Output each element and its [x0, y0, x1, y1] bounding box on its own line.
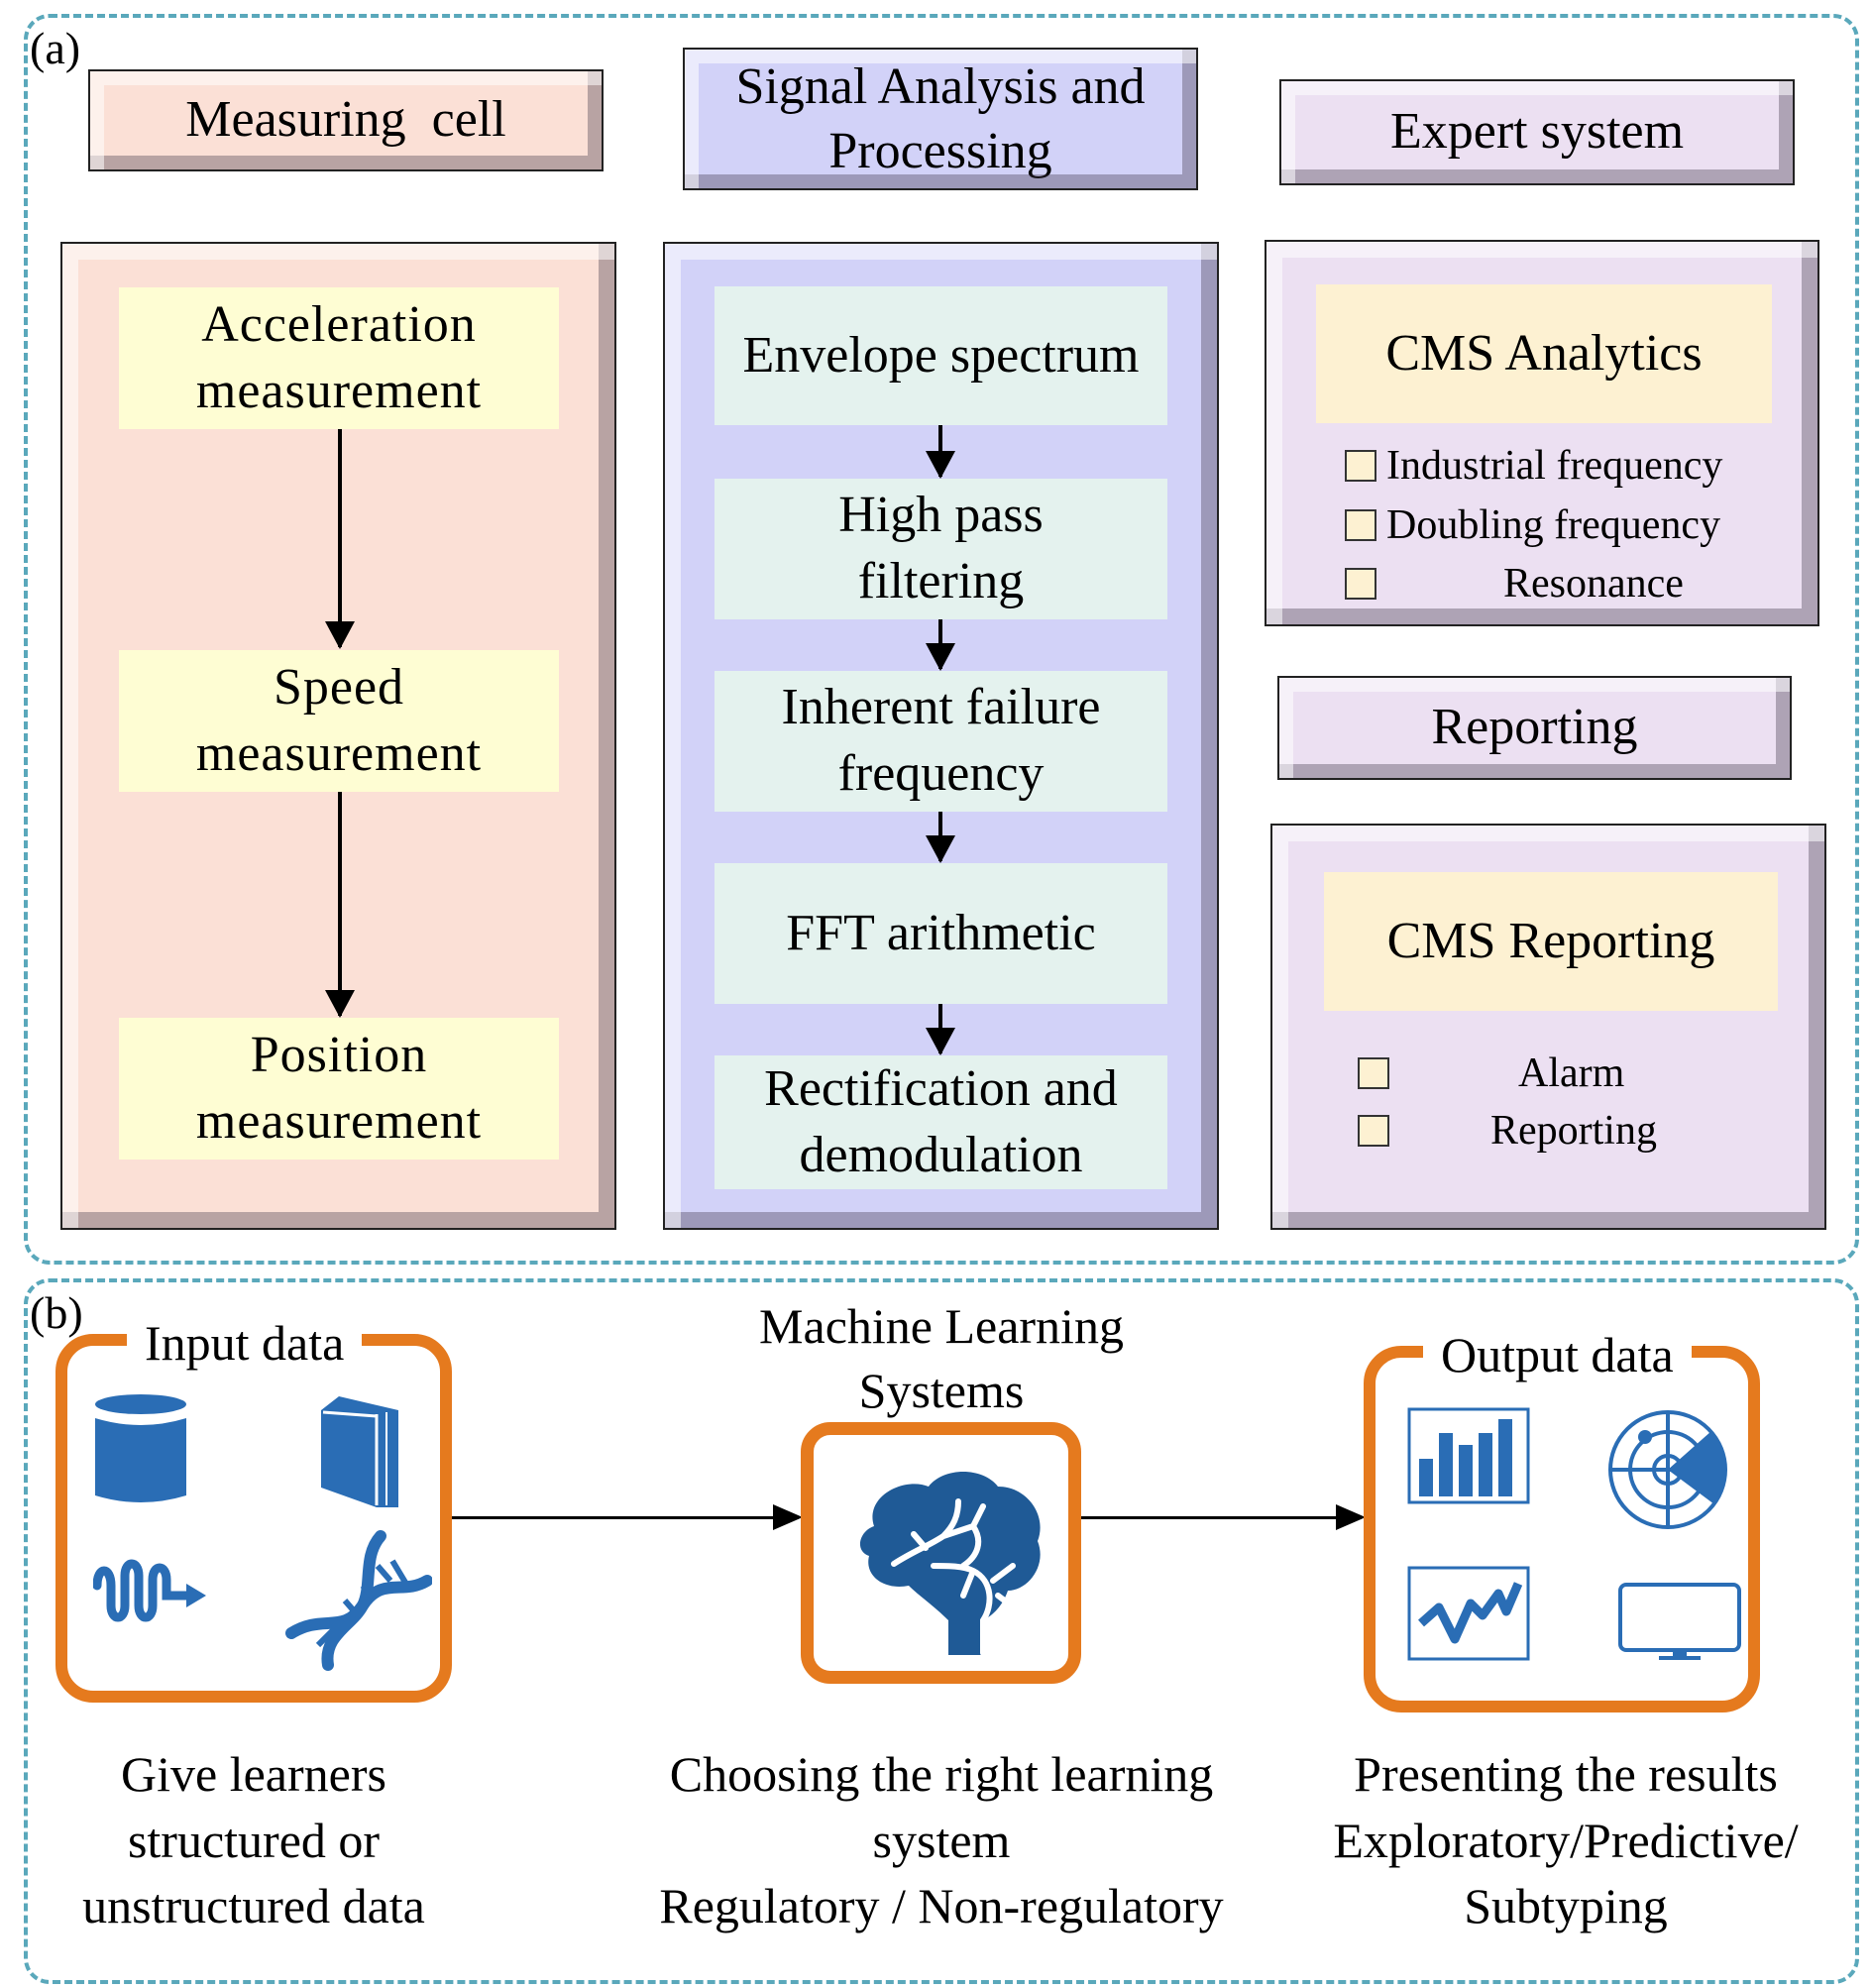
cms-reporting-title-box: CMS Reporting [1324, 872, 1778, 1011]
step-inherent-failure-frequency: Inherent failure frequency [715, 671, 1167, 812]
cms-reporting-title: CMS Reporting [1386, 912, 1715, 969]
analytics-item-label: Industrial frequency [1386, 443, 1723, 489]
input-caption-line-3: unstructured data [82, 1878, 425, 1933]
input-caption-line-1: Give learners [121, 1746, 386, 1802]
checkbox-icon[interactable] [1345, 509, 1376, 541]
input-data-title: Input data [127, 1318, 363, 1368]
arrow-fft-to-rectification [926, 1004, 955, 1055]
step-speed: Speed measurement [119, 650, 559, 792]
checkbox-icon[interactable] [1345, 568, 1376, 600]
arrow-highpass-to-inherent [926, 619, 955, 671]
ml-title: Machine Learning Systems [694, 1294, 1189, 1423]
radar-icon [1605, 1407, 1730, 1532]
panel-a-label: (a) [30, 23, 81, 73]
signal-title-line-1: Signal Analysis and [735, 58, 1146, 115]
checkbox-icon[interactable] [1358, 1115, 1389, 1147]
step-acceleration-line-2: measurement [195, 362, 483, 419]
database-icon [91, 1392, 190, 1509]
monitor-icon [1617, 1582, 1742, 1663]
signal-wave-icon [93, 1556, 212, 1625]
cms-analytics-title: CMS Analytics [1385, 324, 1703, 382]
reporting-item-label: Reporting [1490, 1108, 1657, 1154]
bar-chart-icon [1407, 1407, 1530, 1504]
step-fft-line-1: FFT arithmetic [786, 904, 1096, 961]
input-caption-line-2: structured or [127, 1812, 381, 1868]
step-inherent-line-1: Inherent failure [781, 679, 1101, 736]
analytics-item-industrial-frequency[interactable]: Industrial frequency [1345, 442, 1722, 490]
ml-caption-line-1: Choosing the right learning [669, 1746, 1214, 1802]
dna-icon [283, 1526, 432, 1675]
step-rectification-line-1: Rectification and [764, 1059, 1118, 1117]
measuring-cell-title: Measuring cell [185, 91, 506, 149]
analytics-item-label: Doubling frequency [1386, 502, 1721, 548]
panel-b-frame [24, 1278, 1859, 1984]
arrow-input-to-ml [452, 1504, 803, 1530]
step-speed-line-2: measurement [195, 724, 483, 782]
input-caption: Give learners structured or unstructured… [36, 1741, 472, 1939]
step-fft-arithmetic: FFT arithmetic [715, 863, 1167, 1004]
ml-caption-line-3: Regulatory / Non-regulatory [659, 1878, 1224, 1933]
reporting-header: Reporting [1277, 676, 1792, 780]
brain-icon [834, 1457, 1052, 1655]
book-icon [317, 1392, 402, 1509]
output-data-title: Output data [1423, 1330, 1692, 1380]
checkbox-icon[interactable] [1358, 1057, 1389, 1089]
step-envelope-spectrum: Envelope spectrum [715, 286, 1167, 425]
checkbox-icon[interactable] [1345, 450, 1376, 482]
arrow-speed-to-position [325, 792, 355, 1018]
arrow-envelope-to-highpass [926, 425, 955, 479]
reporting-item-reporting[interactable]: Reporting [1358, 1107, 1657, 1155]
analytics-item-label: Resonance [1503, 561, 1684, 607]
expert-system-header: Expert system [1279, 79, 1795, 185]
reporting-item-label: Alarm [1518, 1050, 1625, 1096]
reporting-item-alarm[interactable]: Alarm [1358, 1049, 1624, 1097]
reporting-title: Reporting [1431, 699, 1638, 756]
line-chart-icon [1407, 1566, 1530, 1661]
step-highpass-line-1: High pass [838, 487, 1044, 544]
ml-caption-line-2: system [872, 1812, 1011, 1868]
step-position-line-2: measurement [195, 1092, 483, 1150]
arrow-inherent-to-fft [926, 812, 955, 863]
arrow-ml-to-output [1081, 1504, 1366, 1530]
cms-analytics-title-box: CMS Analytics [1316, 284, 1772, 423]
measuring-cell-header: Measuring cell [88, 69, 604, 171]
step-high-pass-filtering: High pass filtering [715, 479, 1167, 619]
ml-title-line-1: Machine Learning [759, 1298, 1124, 1354]
step-acceleration-line-1: Acceleration [201, 295, 477, 353]
analytics-item-resonance[interactable]: Resonance [1345, 560, 1684, 607]
step-highpass-line-2: filtering [857, 553, 1025, 609]
panel-b-label: (b) [30, 1287, 83, 1338]
arrow-acceleration-to-speed [325, 429, 355, 649]
output-caption-line-3: Subtyping [1464, 1878, 1668, 1933]
output-caption-line-2: Exploratory/Predictive/ [1333, 1812, 1799, 1868]
ml-title-line-2: Systems [858, 1363, 1025, 1418]
step-envelope-line-1: Envelope spectrum [742, 326, 1140, 384]
output-caption: Presenting the results Exploratory/Predi… [1288, 1741, 1843, 1939]
signal-title-line-2: Processing [828, 123, 1052, 179]
step-rectification-line-2: demodulation [799, 1126, 1083, 1183]
step-acceleration: Acceleration measurement [119, 287, 559, 429]
panel-a-frame [24, 14, 1859, 1265]
ml-caption: Choosing the right learning system Regul… [595, 1741, 1288, 1939]
step-inherent-line-2: frequency [837, 745, 1045, 802]
step-rectification-demodulation: Rectification and demodulation [715, 1055, 1167, 1189]
analytics-item-doubling-frequency[interactable]: Doubling frequency [1345, 501, 1720, 549]
signal-analysis-header: Signal Analysis and Processing [683, 48, 1198, 190]
output-caption-line-1: Presenting the results [1354, 1746, 1778, 1802]
expert-system-title: Expert system [1389, 103, 1685, 161]
step-position-line-1: Position [250, 1026, 428, 1083]
step-speed-line-1: Speed [273, 658, 405, 716]
step-position: Position measurement [119, 1018, 559, 1160]
